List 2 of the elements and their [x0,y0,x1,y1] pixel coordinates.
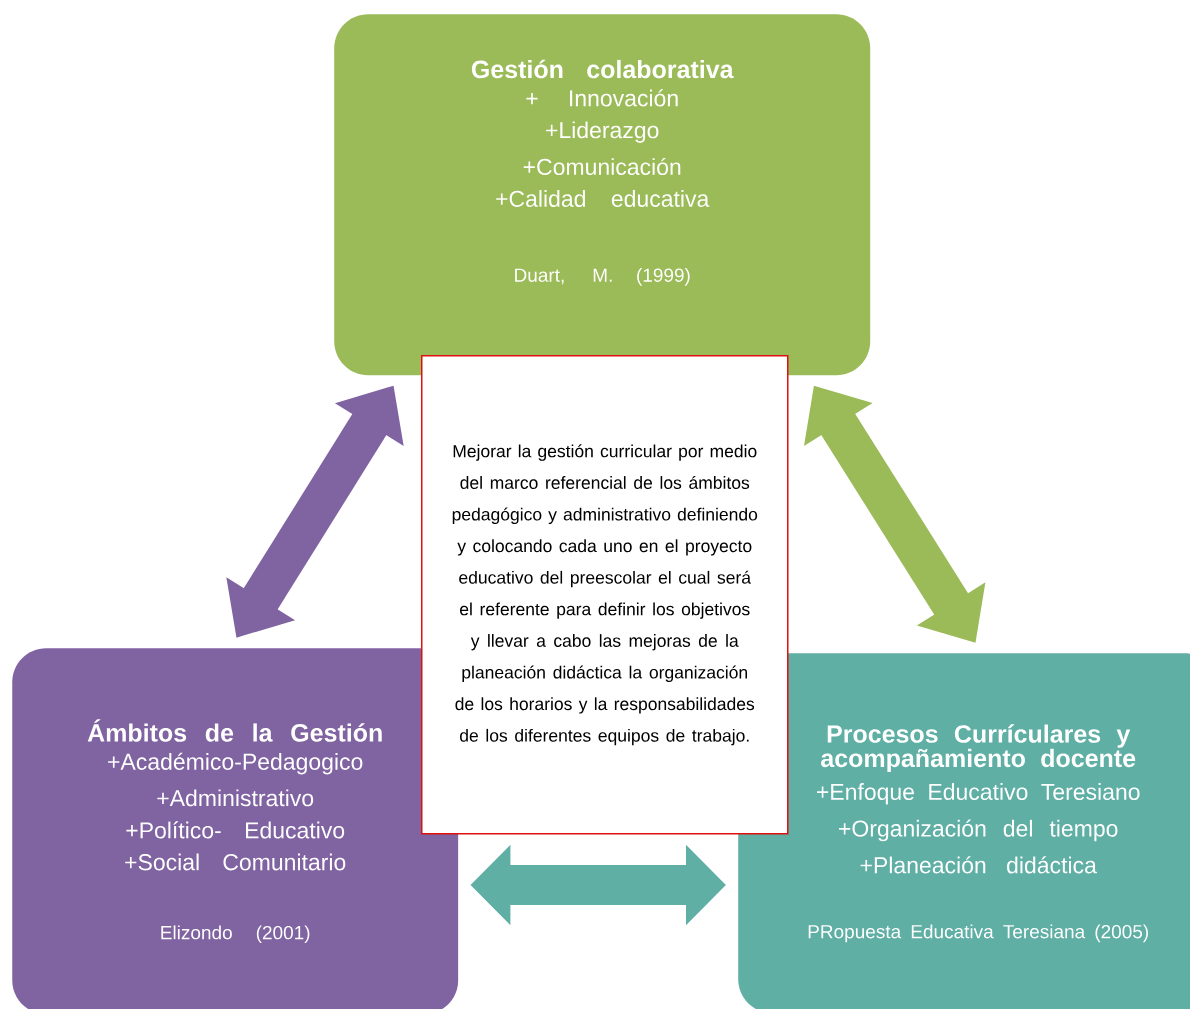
text-box: Mejorar la gestión curricular por medio del marco referencial de los ámbitos pedagógico y administrativo definiendo y colocando cada uno en el proyecto educativo del preescolar el cual será el referente para definir los objetivos y llevar a cabo las mejoras de la planeación didáctica la organización de los horarios y la responsabilidades de los diferentes equipos de trabajo. [421,355,789,835]
process-box: Gestión colaborativa + Innovación +Liderazgo +Comunicación +Calidad educativa Duart, M. (1999) [334,14,871,376]
